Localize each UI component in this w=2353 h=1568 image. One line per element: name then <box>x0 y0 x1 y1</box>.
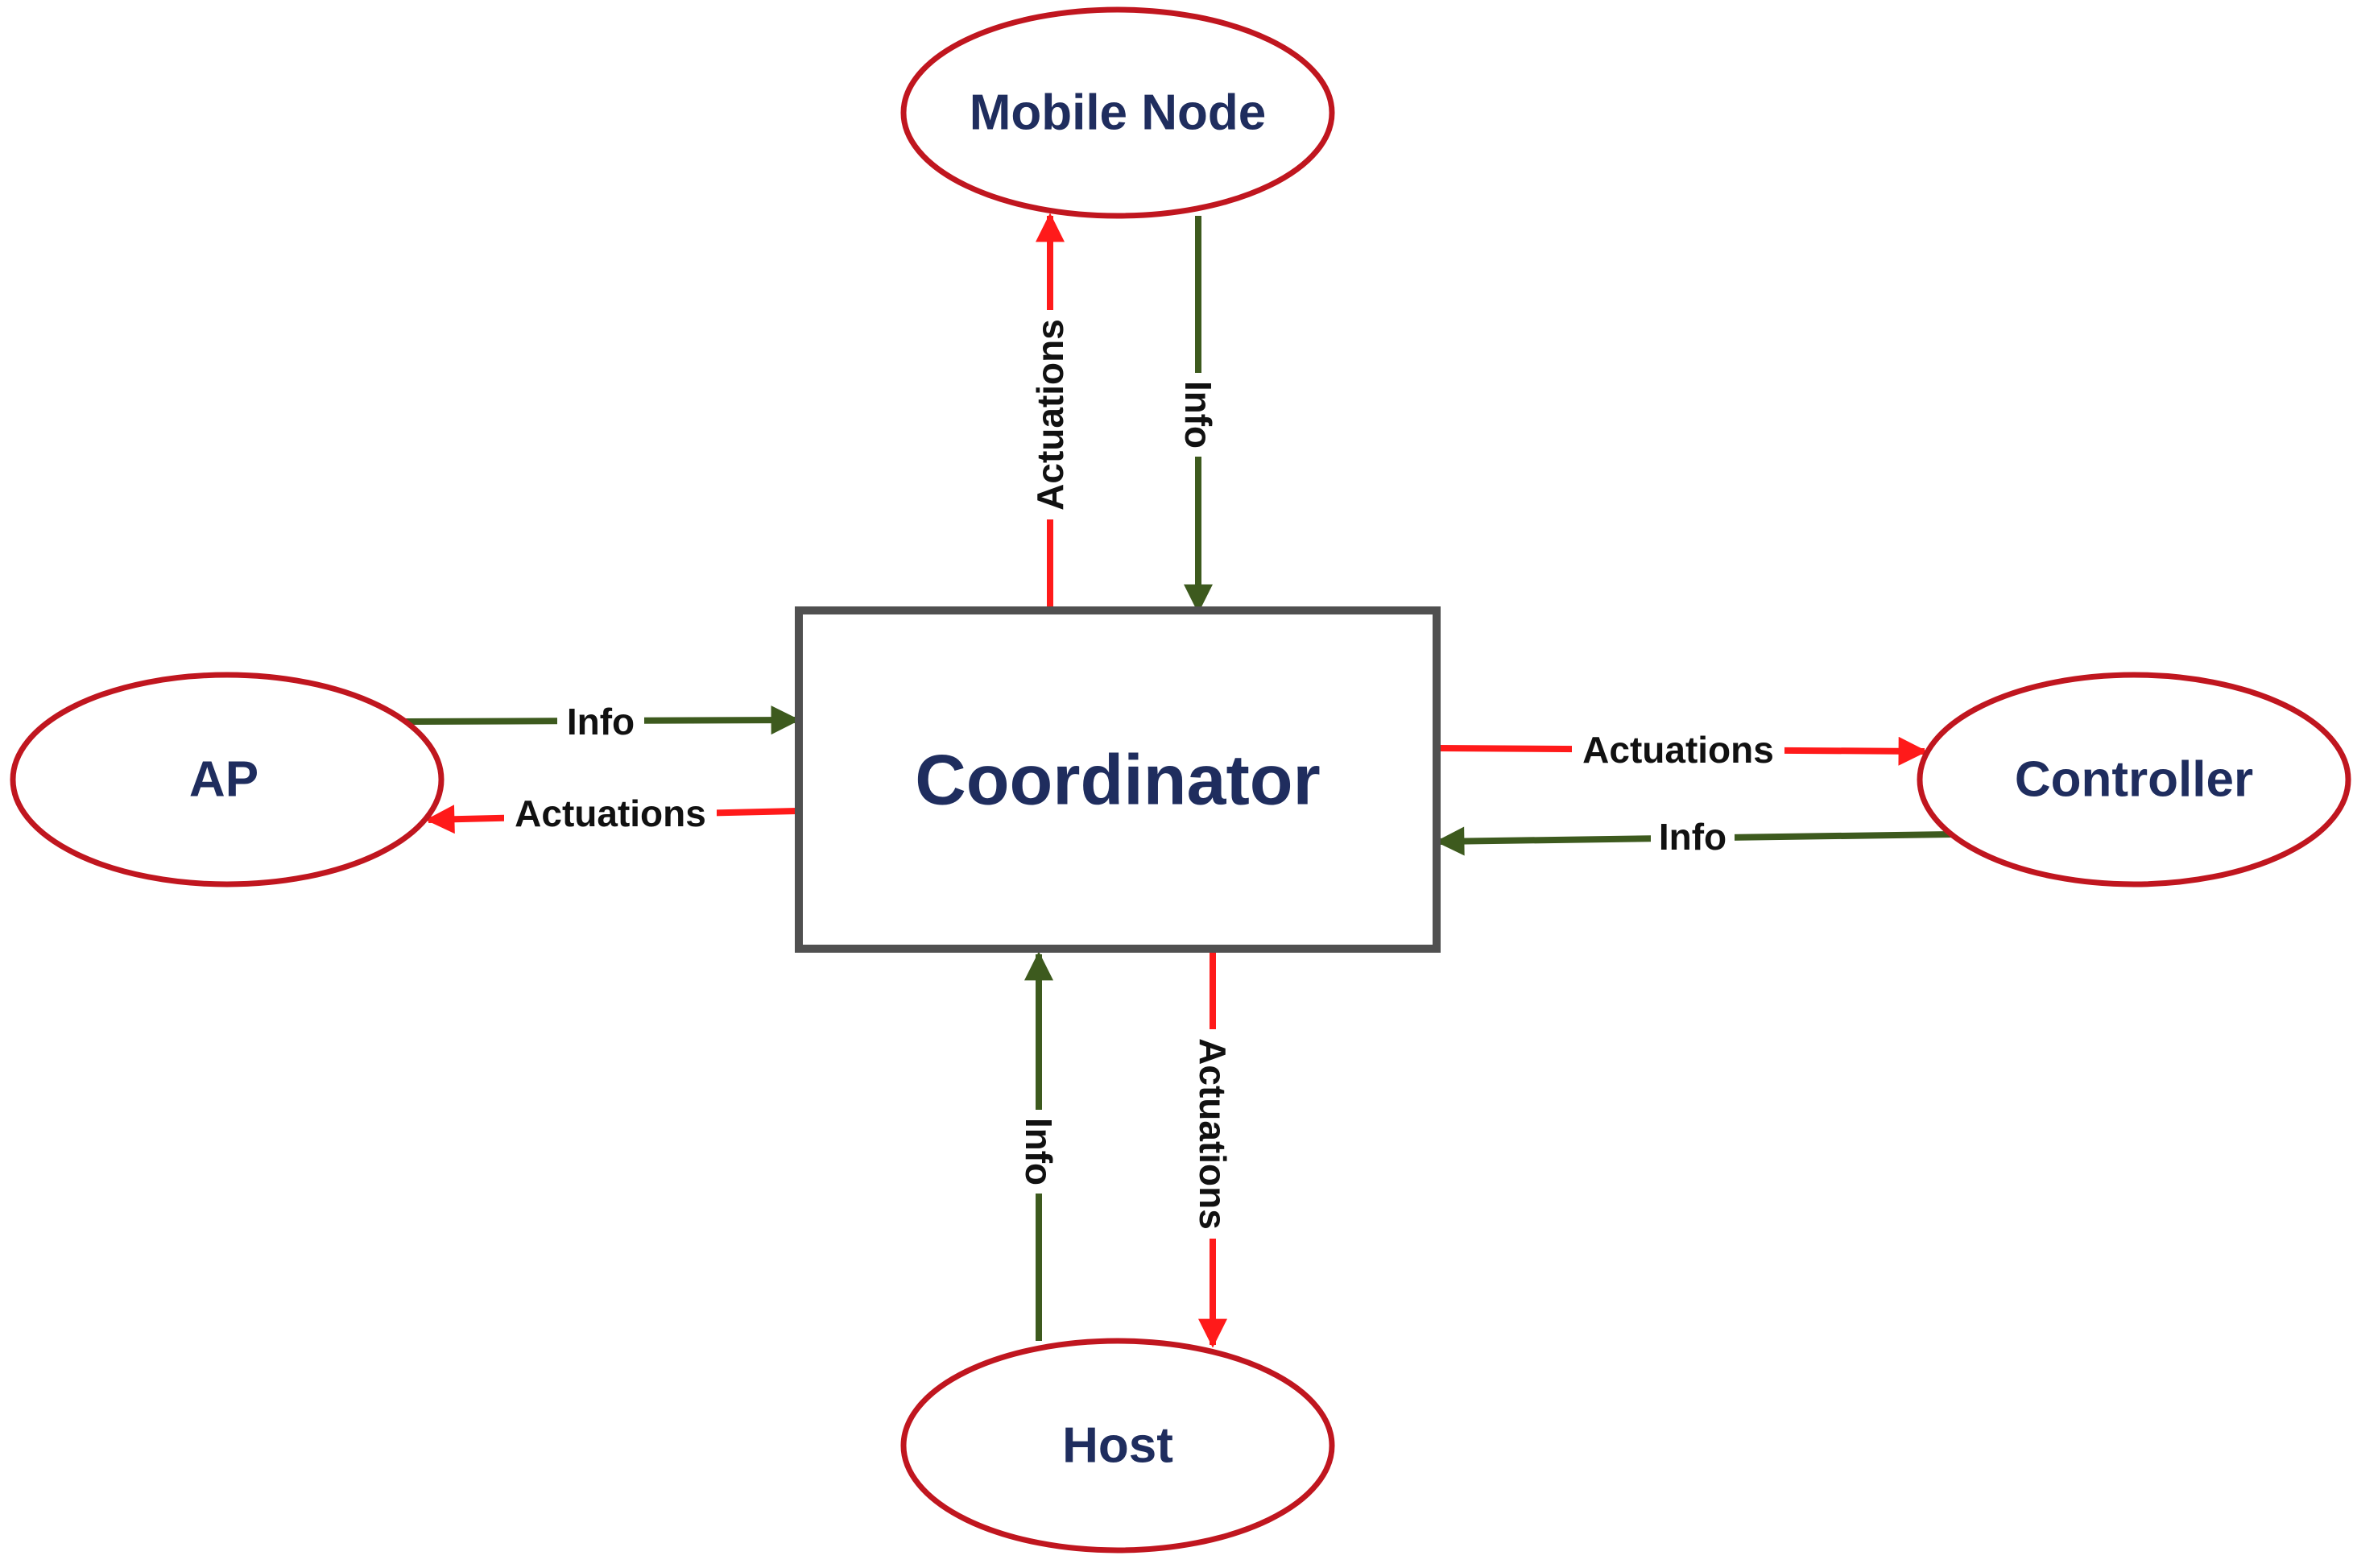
coordinator-node: Coordinator <box>795 606 1441 953</box>
label-coord-to-ap: Actuations <box>515 792 706 834</box>
label-host-to-coord: Info <box>1018 1118 1060 1185</box>
label-coord-to-controller: Actuations <box>1582 729 1774 771</box>
host-node: Host <box>900 1338 1335 1554</box>
controller-label: Controller <box>2015 752 2253 808</box>
label-coord-to-mobile: Actuations <box>1029 319 1071 511</box>
ap-node: AP <box>10 672 445 887</box>
mobile-node-label: Mobile Node <box>970 85 1267 141</box>
label-controller-to-coord: Info <box>1659 816 1726 858</box>
label-ap-to-coord: Info <box>567 701 635 743</box>
mobile-node: Mobile Node <box>900 6 1335 219</box>
ap-label: AP <box>189 752 258 808</box>
label-mobile-to-coord: Info <box>1177 381 1219 449</box>
controller-node: Controller <box>1917 672 2351 887</box>
host-label: Host <box>1062 1418 1173 1474</box>
coordinator-label: Coordinator <box>915 740 1321 820</box>
label-coord-to-host: Actuations <box>1192 1038 1234 1230</box>
